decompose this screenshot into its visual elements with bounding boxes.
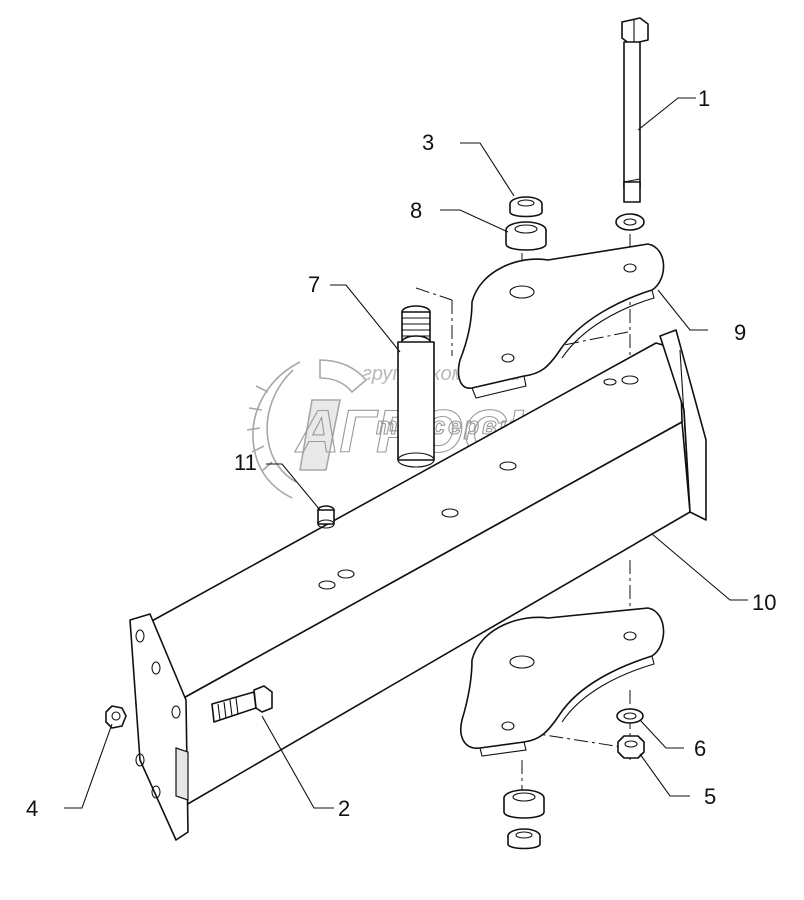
callout-labels: 1 2 3 4 5 6 7 8 9 10 11	[26, 86, 776, 821]
lower-bushing	[503, 789, 545, 819]
callout-8: 8	[410, 198, 422, 223]
watermark-logo-emblem	[246, 359, 368, 499]
callout-1: 1	[698, 86, 710, 111]
washer-under-bolt	[615, 213, 645, 231]
plug-part-11	[317, 505, 335, 529]
callout-3: 3	[422, 130, 434, 155]
callout-6: 6	[694, 736, 706, 761]
lower-plate	[460, 607, 665, 757]
callout-2: 2	[338, 796, 350, 821]
bushing-part-8	[505, 221, 547, 251]
beam-part-10	[129, 329, 707, 841]
washer-part-6	[616, 708, 644, 724]
side-nut-part-4	[105, 705, 127, 729]
long-bolt-part-1	[621, 17, 649, 203]
callout-11: 11	[234, 450, 257, 475]
nut-part-5	[617, 735, 645, 759]
pin-part-7	[397, 305, 435, 468]
callout-9: 9	[734, 320, 746, 345]
upper-plate-part-9	[457, 243, 665, 399]
callout-7: 7	[308, 272, 320, 297]
callout-5: 5	[704, 784, 716, 809]
callout-10: 10	[752, 590, 776, 615]
leader-lines	[64, 97, 748, 809]
callout-4: 4	[26, 796, 38, 821]
lower-nut	[507, 828, 541, 850]
nut-part-3	[509, 196, 543, 218]
side-bolt-part-2	[211, 685, 273, 723]
